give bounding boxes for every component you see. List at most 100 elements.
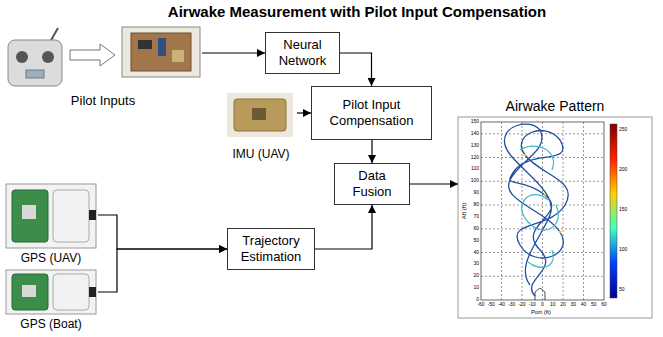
- process-box: Trajectory Estimation: [227, 228, 315, 270]
- colorbar: [610, 124, 617, 298]
- data-point: [544, 194, 547, 197]
- chart-frame: [458, 117, 652, 318]
- colorbar-tick: 50: [619, 287, 625, 292]
- tick-label: 10: [545, 302, 561, 307]
- tick-label: 30: [466, 261, 479, 266]
- flow-arrow: [315, 205, 372, 249]
- gps-case: [53, 274, 89, 310]
- photo-frame: [6, 184, 96, 248]
- gps-antenna: [22, 285, 36, 297]
- tick-label: 40: [576, 302, 592, 307]
- chip: [138, 40, 152, 49]
- flow-arrow: [98, 215, 227, 249]
- box-label: Data Fusion: [342, 168, 402, 199]
- flow-arrow: [410, 183, 458, 184]
- component: [158, 38, 166, 56]
- grid: [481, 122, 604, 300]
- grid-line: [481, 181, 604, 182]
- box-label: Neural Network: [273, 37, 332, 68]
- grid-line: [501, 122, 502, 300]
- tick-label: 100: [466, 178, 479, 183]
- colorbar-tick: 200: [619, 167, 627, 172]
- trajectory-path: [504, 124, 568, 296]
- grid-line: [542, 122, 543, 300]
- chip: [252, 108, 266, 120]
- sensor-photo: GPS (Boat): [4, 270, 98, 332]
- box-label: Trajectory Estimation: [235, 233, 307, 264]
- tick-label: 50: [466, 238, 479, 243]
- boat-outline: [535, 288, 545, 300]
- trajectory-path: [520, 146, 558, 267]
- tick-label: 90: [466, 190, 479, 195]
- colorbar-tick: 100: [619, 247, 627, 252]
- tick-label: 150: [466, 119, 479, 124]
- case-tab: [89, 210, 96, 220]
- control-stick: [42, 51, 54, 63]
- flow-arrow: [371, 140, 372, 163]
- caption: Airwake Pattern: [458, 98, 652, 114]
- control-stick: [16, 51, 28, 63]
- imu-module: [234, 99, 286, 131]
- tick-label: -40: [494, 302, 510, 307]
- colorbar-tick: 250: [619, 127, 627, 132]
- process-box: Neural Network: [265, 32, 340, 73]
- grid-line: [481, 205, 604, 206]
- tick-label: 70: [466, 214, 479, 219]
- grid-line: [583, 122, 584, 300]
- caption: Pilot Inputs: [58, 94, 148, 109]
- caption: GPS (Boat): [4, 318, 98, 332]
- tick-label: 130: [466, 143, 479, 148]
- process-box: Pilot Input Compensation: [311, 86, 432, 140]
- tick-label: 0: [535, 302, 551, 307]
- diagram-title: Airwake Measurement with Pilot Input Com…: [100, 3, 614, 20]
- tick-label: -50: [483, 302, 499, 307]
- flow-arrow: [98, 249, 227, 292]
- data-points: [524, 154, 562, 234]
- tick-label: 10: [466, 285, 479, 290]
- photo-frame: [6, 270, 96, 314]
- colorbar-tick: 150: [619, 207, 627, 212]
- transmitter-screen: [26, 70, 44, 78]
- tick-label: 120: [466, 155, 479, 160]
- axis-label: Aft (ft): [461, 203, 467, 219]
- plot-area: [481, 122, 604, 300]
- case-tab: [89, 287, 96, 297]
- tick-label: 60: [466, 226, 479, 231]
- input-photo: Pilot Inputs: [0, 26, 202, 110]
- hollow-arrow: [70, 44, 115, 66]
- gps-board: [12, 190, 48, 242]
- flow-arrow: [340, 53, 372, 86]
- photo-frame: [122, 27, 200, 77]
- tick-label: -20: [514, 302, 530, 307]
- gps-antenna: [22, 205, 36, 219]
- tick-label: 30: [565, 302, 581, 307]
- box-label: Pilot Input Compensation: [319, 97, 424, 128]
- grid-line: [481, 133, 604, 134]
- flow-arrow: [202, 52, 265, 53]
- tick-label: -60: [473, 302, 489, 307]
- tick-label: 20: [555, 302, 571, 307]
- flow-arrow: [297, 112, 311, 113]
- data-point: [559, 231, 562, 234]
- caption: GPS (UAV): [4, 252, 98, 266]
- data-point: [524, 154, 527, 157]
- tick-label: 20: [466, 273, 479, 278]
- gps-board: [12, 274, 48, 310]
- caption: IMU (UAV): [225, 148, 297, 162]
- process-box: Data Fusion: [334, 163, 410, 205]
- tick-label: 140: [466, 131, 479, 136]
- tick-label: 50: [586, 302, 602, 307]
- transmitter-body: [8, 40, 62, 86]
- tick-label: -10: [524, 302, 540, 307]
- gps-case: [53, 190, 89, 242]
- tick-label: 40: [466, 250, 479, 255]
- tick-label: -30: [504, 302, 520, 307]
- circuit-board: [131, 33, 191, 71]
- photo-frame: [227, 93, 293, 137]
- tick-label: 110: [466, 166, 479, 171]
- tick-label: 80: [466, 202, 479, 207]
- grid-line: [481, 276, 604, 277]
- sensor-photo: GPS (UAV): [4, 184, 98, 266]
- axis-label: Port (ft): [521, 309, 561, 315]
- tick-label: 60: [596, 302, 612, 307]
